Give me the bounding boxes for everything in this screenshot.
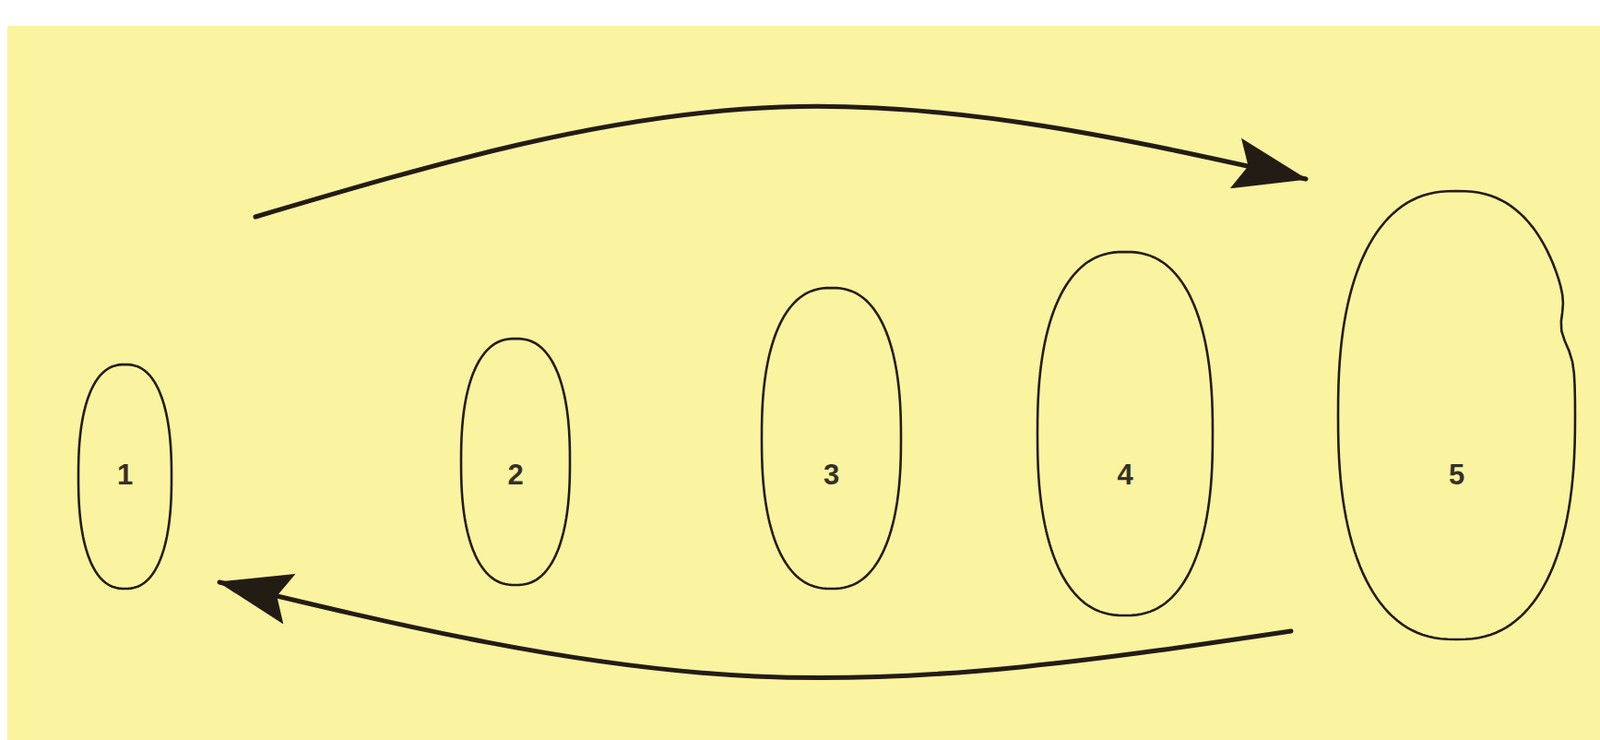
bean-outline-path bbox=[761, 287, 901, 589]
bean-shape: 3 bbox=[759, 285, 903, 591]
bean-shape: 4 bbox=[1035, 249, 1215, 617]
curved-arrow bbox=[219, 581, 1292, 678]
bean-shape: 1 bbox=[76, 362, 174, 591]
shape-number: 2 bbox=[459, 458, 572, 492]
bean-outline bbox=[1035, 249, 1215, 617]
bean-outline bbox=[759, 285, 903, 591]
shape-number: 3 bbox=[759, 458, 903, 492]
bean-outline-path bbox=[1037, 251, 1213, 616]
bean-shape: 5 bbox=[1336, 189, 1577, 641]
shape-number: 5 bbox=[1336, 458, 1577, 492]
yellow-ground bbox=[7, 25, 1600, 740]
shape-number: 1 bbox=[76, 458, 174, 492]
bean-shape: 2 bbox=[459, 336, 572, 587]
bean-outline-path bbox=[1338, 190, 1576, 640]
bean-outline bbox=[1336, 189, 1577, 641]
curved-arrow bbox=[255, 106, 1306, 217]
shape-number: 4 bbox=[1035, 458, 1215, 492]
